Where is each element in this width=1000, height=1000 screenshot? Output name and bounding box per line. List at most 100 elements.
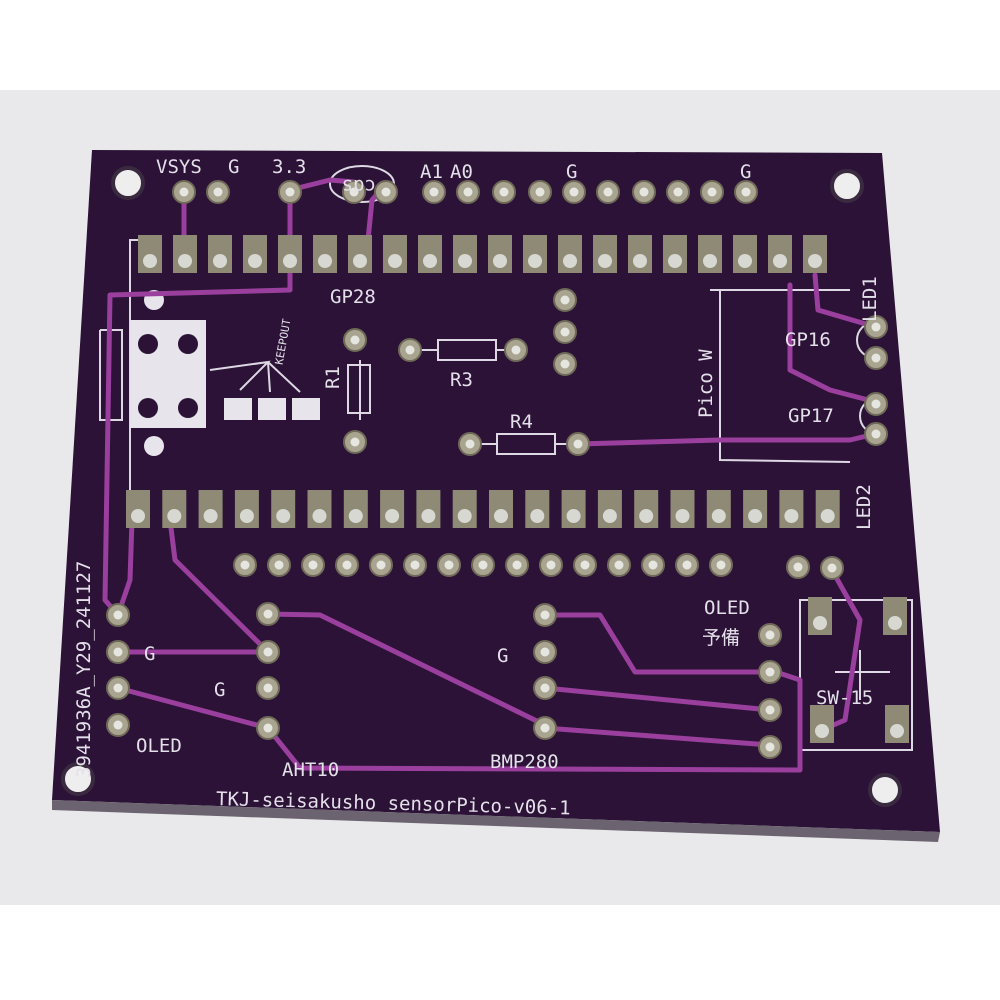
pad-hole [276, 509, 291, 523]
pad-hole [633, 254, 647, 268]
label-aht-g: G [214, 679, 225, 701]
pad-hole [598, 254, 612, 268]
copper-traces [102, 177, 879, 773]
pad-hole [813, 616, 827, 630]
pad-hole [318, 254, 332, 268]
pad-hole [213, 187, 223, 197]
label-r3: R3 [450, 369, 473, 391]
pad-hole [308, 560, 318, 570]
pad-hole [639, 187, 649, 197]
label-g2: G [566, 161, 577, 183]
pad-hole [560, 295, 570, 305]
pad-hole [421, 509, 436, 523]
pad-hole [540, 647, 550, 657]
pad-hole [765, 742, 775, 752]
label-vsys: VSYS [156, 156, 202, 178]
pad-hole [528, 254, 542, 268]
pad-hole [890, 724, 904, 738]
pad-hole [668, 254, 682, 268]
pad-hole [167, 509, 182, 523]
pad-hole [179, 187, 189, 197]
pad-hole [815, 724, 829, 738]
pad-hole [535, 187, 545, 197]
pad-hole [131, 509, 145, 523]
pad-hole [711, 509, 726, 523]
usb-keepout-area [130, 290, 320, 456]
label-pico-w: Pico W [695, 349, 717, 418]
pad-hole [530, 509, 545, 523]
pad-hole [385, 509, 400, 523]
pad-hole [494, 509, 508, 523]
pad-hole [348, 509, 363, 523]
pad-hole [285, 187, 295, 197]
label-gp28: GP28 [330, 286, 376, 308]
pad-hole [602, 509, 617, 523]
pad-hole [113, 720, 123, 730]
label-r1: R1 [322, 366, 344, 389]
pad-hole [263, 647, 273, 657]
pad-hole [248, 254, 262, 268]
pad-hole [350, 335, 360, 345]
pad-hole [765, 667, 775, 677]
pad-hole [444, 560, 454, 570]
label-a0: A0 [450, 161, 473, 183]
label-gp16: GP16 [785, 329, 831, 351]
label-order-id: 3941936A_Y29_241127 [73, 561, 95, 778]
pad-hole [405, 345, 415, 355]
pad-hole [263, 723, 273, 733]
pad-hole [113, 647, 123, 657]
pad-hole [312, 509, 327, 523]
pad-hole [540, 723, 550, 733]
pad-hole [580, 560, 590, 570]
pad-hole [741, 187, 751, 197]
mounting-holes [61, 166, 902, 807]
label-sw: SW-15 [816, 687, 873, 709]
pad-hole [410, 560, 420, 570]
pad-hole [240, 560, 250, 570]
pad-hole [808, 254, 822, 268]
pad-hole [888, 616, 902, 630]
pad-hole [546, 560, 556, 570]
pad-hole [353, 254, 367, 268]
label-r4: R4 [510, 411, 533, 433]
pad-hole [540, 610, 550, 620]
pad-hole [871, 429, 881, 439]
pad-hole [560, 359, 570, 369]
label-gp17: GP17 [788, 405, 834, 427]
pad-hole [512, 560, 522, 570]
pad-hole [376, 560, 386, 570]
pad-hole [511, 345, 521, 355]
pad-hole [143, 254, 157, 268]
pad-hole [540, 683, 550, 693]
pad-hole [274, 560, 284, 570]
pad-hole [675, 509, 690, 523]
pad-hole [716, 560, 726, 570]
pad-hole [765, 705, 775, 715]
pad-hole [560, 327, 570, 337]
pad-hole [827, 563, 837, 573]
label-g3: G [740, 161, 751, 183]
label-spare: 予備 [702, 627, 740, 649]
pad-hole [499, 187, 509, 197]
pad-hole [614, 560, 624, 570]
pad-hole [342, 560, 352, 570]
pad-hole [648, 560, 658, 570]
pad-hole [871, 322, 881, 332]
pad-hole [457, 509, 472, 523]
pad-hole [703, 254, 717, 268]
pad-hole [381, 187, 391, 197]
label-bmp280: BMP280 [490, 751, 559, 773]
label-cds: cds [342, 175, 376, 197]
pad-hole [707, 187, 717, 197]
pad-hole [493, 254, 507, 268]
pad-hole [569, 187, 579, 197]
label-g: G [228, 156, 239, 178]
label-oled-g: G [144, 643, 155, 665]
board-edge [52, 800, 940, 842]
pad-hole [682, 560, 692, 570]
label-bmp-g: G [497, 645, 508, 667]
pad-hole [203, 509, 218, 523]
pad-hole [639, 509, 654, 523]
